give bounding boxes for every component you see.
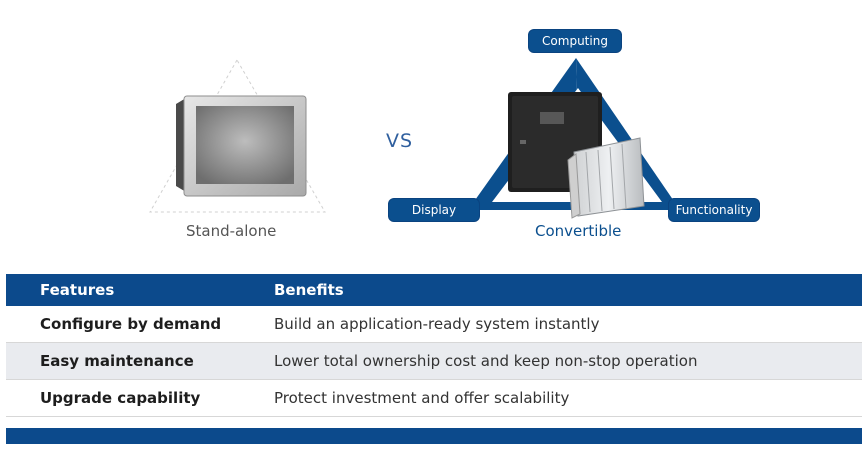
vs-label: VS: [386, 130, 414, 152]
benefit-cell: Lower total ownership cost and keep non-…: [274, 352, 698, 370]
convertible-computing-box-image: [567, 137, 645, 219]
benefit-cell: Build an application-ready system instan…: [274, 315, 600, 333]
header-features: Features: [40, 281, 115, 299]
feature-cell: Easy maintenance: [40, 352, 194, 370]
standalone-caption: Stand-alone: [186, 222, 277, 240]
benefit-cell: Protect investment and offer scalability: [274, 389, 570, 407]
standalone-illustration: [149, 58, 680, 219]
feature-cell: Upgrade capability: [40, 389, 201, 407]
features-benefits-table: Features Benefits Configure by demand Bu…: [6, 274, 862, 417]
display-pill: Display: [389, 199, 479, 221]
comparison-illustration: Stand-alone VS Computing Display Functio…: [149, 30, 759, 240]
computing-pill: Computing: [529, 30, 621, 52]
table-row: Upgrade capability Protect investment an…: [6, 380, 862, 417]
table-header: Features Benefits: [6, 274, 862, 306]
header-benefits: Benefits: [274, 281, 344, 299]
standalone-panel-pc-image: [176, 95, 307, 197]
table-row: Configure by demand Build an application…: [6, 306, 862, 343]
table-row: Easy maintenance Lower total ownership c…: [6, 343, 862, 380]
feature-cell: Configure by demand: [40, 315, 222, 333]
functionality-pill: Functionality: [669, 199, 759, 221]
footer-bar: [6, 428, 862, 444]
convertible-caption: Convertible: [535, 222, 622, 240]
